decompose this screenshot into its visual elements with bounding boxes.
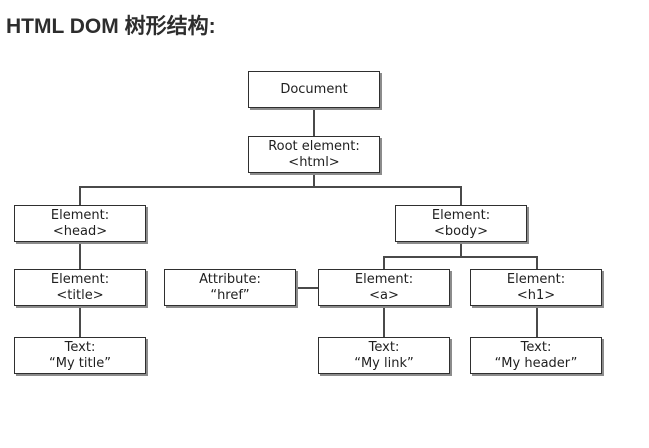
connector-a-drop xyxy=(383,256,385,269)
node-body-line1: Element: xyxy=(431,207,491,223)
node-attr-line2: “href” xyxy=(210,287,250,303)
node-head-line2: <head> xyxy=(52,223,108,239)
node-document: Document xyxy=(248,71,380,108)
node-root-element-html: Root element: <html> xyxy=(248,136,380,173)
connector-body-children-rail xyxy=(383,256,538,258)
node-document-label: Document xyxy=(280,81,348,97)
connector-body-stem xyxy=(460,242,462,258)
node-text-my-header: Text: “My header” xyxy=(470,337,602,374)
node-root-line2: <html> xyxy=(288,154,340,170)
node-attribute-href: Attribute: “href” xyxy=(164,269,296,306)
connector-head-title xyxy=(79,242,81,269)
connector-document-root xyxy=(313,108,315,136)
node-text-my-link: Text: “My link” xyxy=(318,337,450,374)
node-element-h1: Element: <h1> xyxy=(470,269,602,306)
node-body-line2: <body> xyxy=(434,223,488,239)
node-a-line2: <a> xyxy=(369,287,399,303)
node-attr-line1: Attribute: xyxy=(199,271,261,287)
node-title-line1: Element: xyxy=(50,271,110,287)
connector-root-stem xyxy=(313,173,315,187)
node-element-head: Element: <head> xyxy=(14,205,146,242)
node-text-title-line1: Text: xyxy=(64,339,96,355)
connector-a-text xyxy=(383,306,385,337)
node-element-a: Element: <a> xyxy=(318,269,450,306)
node-text-my-title: Text: “My title” xyxy=(14,337,146,374)
node-h1-line2: <h1> xyxy=(516,287,556,303)
node-head-line1: Element: xyxy=(50,207,110,223)
node-element-body: Element: <body> xyxy=(395,205,527,242)
node-a-line1: Element: xyxy=(354,271,414,287)
connector-title-text xyxy=(79,306,81,337)
connector-h1-drop xyxy=(536,256,538,269)
node-title-line2: <title> xyxy=(56,287,104,303)
connector-h1-text xyxy=(536,306,538,337)
node-text-header-line2: “My header” xyxy=(494,355,578,371)
page-title: HTML DOM 树形结构: xyxy=(6,15,216,38)
connector-head-drop xyxy=(79,186,81,205)
node-text-header-line1: Text: xyxy=(520,339,552,355)
node-h1-line1: Element: xyxy=(506,271,566,287)
connector-attribute-a xyxy=(296,287,318,289)
node-element-title: Element: <title> xyxy=(14,269,146,306)
connector-root-children-rail xyxy=(79,186,462,188)
node-root-line1: Root element: xyxy=(268,138,360,154)
node-text-title-line2: “My title” xyxy=(49,355,111,371)
node-text-link-line1: Text: xyxy=(368,339,400,355)
connector-body-drop xyxy=(460,186,462,205)
node-text-link-line2: “My link” xyxy=(354,355,414,371)
